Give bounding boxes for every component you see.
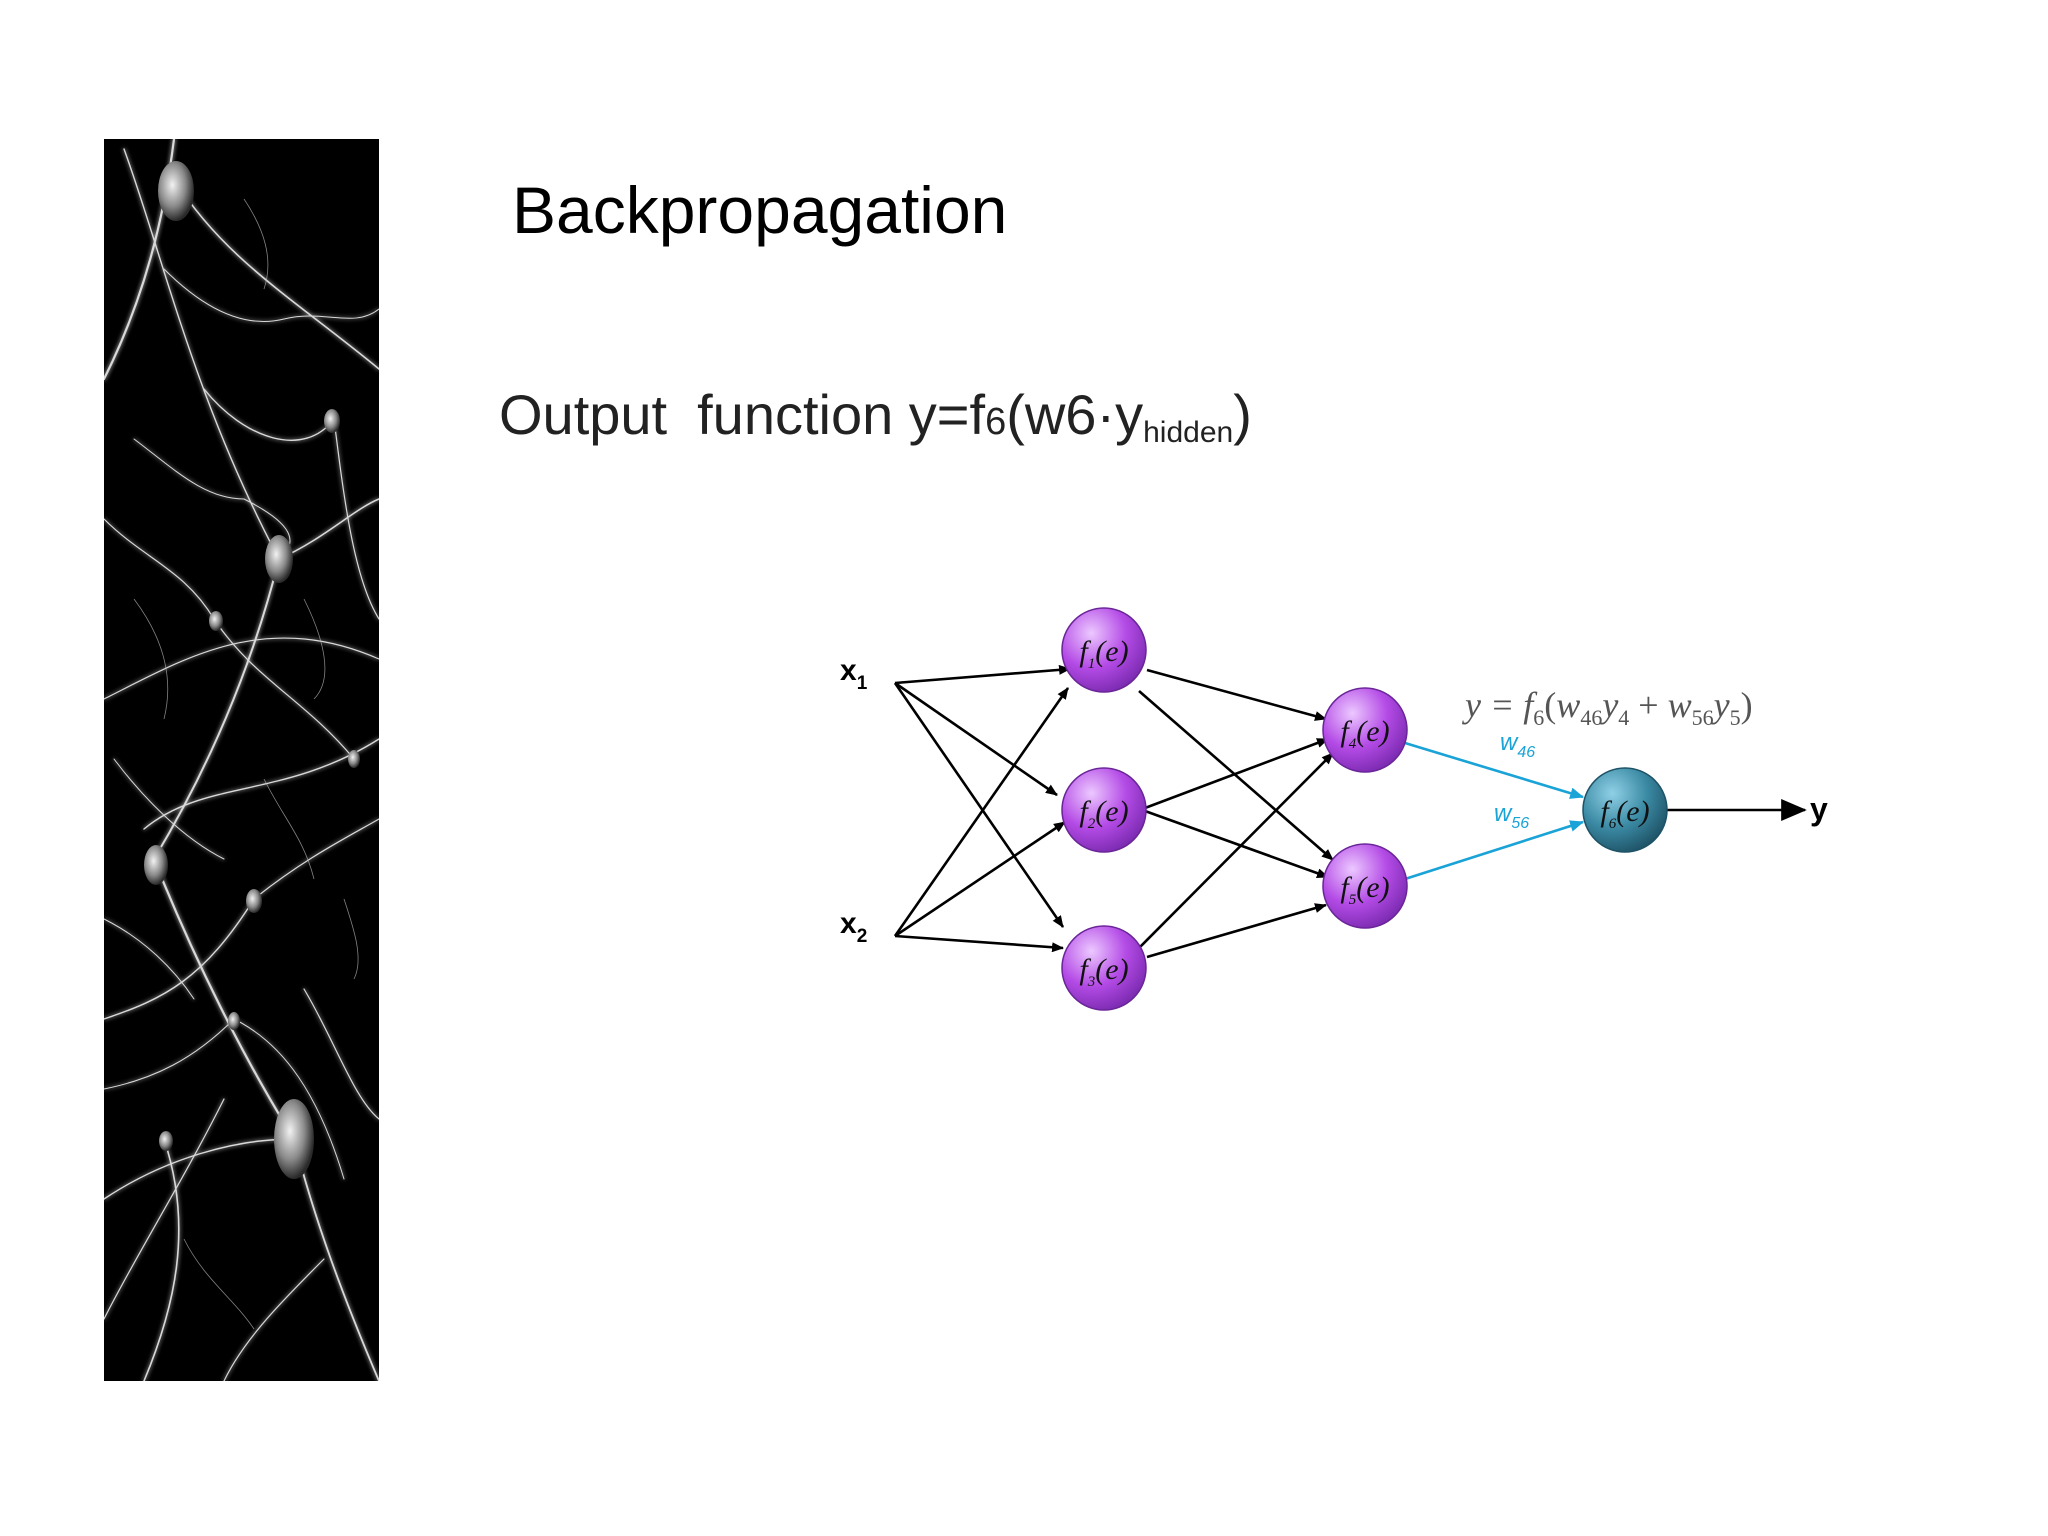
formula-f-subscript: 6 [985,401,1007,443]
svg-text:f4(e): f4(e) [1340,715,1389,752]
svg-text:f1(e): f1(e) [1079,635,1128,672]
svg-text:f3(e): f3(e) [1079,953,1128,990]
neuron-f6: f6(e) [1582,767,1668,853]
svg-text:f6(e): f6(e) [1600,795,1649,832]
neuron-f3: f3(e) [1061,925,1147,1011]
weight-label-w46: w46 [1500,729,1535,761]
edge-x2-n2 [894,820,1066,938]
edge-x1-n2 [894,681,1058,797]
edge-n2-n4 [1144,737,1329,810]
formula-label: Output [499,383,668,446]
svg-text:f2(e): f2(e) [1079,795,1128,832]
neuron-f4: f4(e) [1322,687,1408,773]
input-x2-label: x2 [840,907,867,947]
network-diagram: x1 x2 f1(e) f2(e) f3(e) f4(e) f5(e) f6(e… [840,607,1828,1011]
input-x1-label: x1 [840,654,868,694]
slide-title: Backpropagation [512,173,1008,247]
edge-x1-n3 [893,682,1065,928]
formula-hidden-subscript: hidden [1143,416,1234,449]
edge-n4-n6 [1404,741,1585,799]
edge-x2-n3 [894,934,1064,953]
formula-y: y [1115,383,1144,446]
weight-label-w56: w56 [1494,800,1529,832]
edge-n2-n5 [1144,809,1329,879]
neuron-image [104,139,379,1381]
output-y-label: y [1810,791,1828,827]
edge-n3-n5 [1146,903,1327,959]
neuron-f2: f2(e) [1061,767,1147,853]
edge-n1-n5 [1138,690,1334,861]
output-function-formula: Output function y=f6(w6·yhidden) [499,382,1252,449]
edge-n3-n4 [1138,752,1334,949]
formula-dot: · [1096,383,1116,446]
neuron-f5: f5(e) [1322,843,1408,929]
edge-n5-n6 [1404,820,1585,881]
edge-n1-n4 [1146,668,1327,721]
formula-close: ) [1233,383,1252,446]
edge-x1-n1 [894,664,1071,685]
formula-weight: (w6 [1006,383,1097,446]
edge-x2-n1 [893,687,1070,937]
formula-text: function y=f [697,383,986,446]
neuron-f1: f1(e) [1061,607,1147,693]
svg-text:f5(e): f5(e) [1340,871,1389,908]
output-equation: y = f6(w46y4 + w56y5) [1462,685,1753,730]
